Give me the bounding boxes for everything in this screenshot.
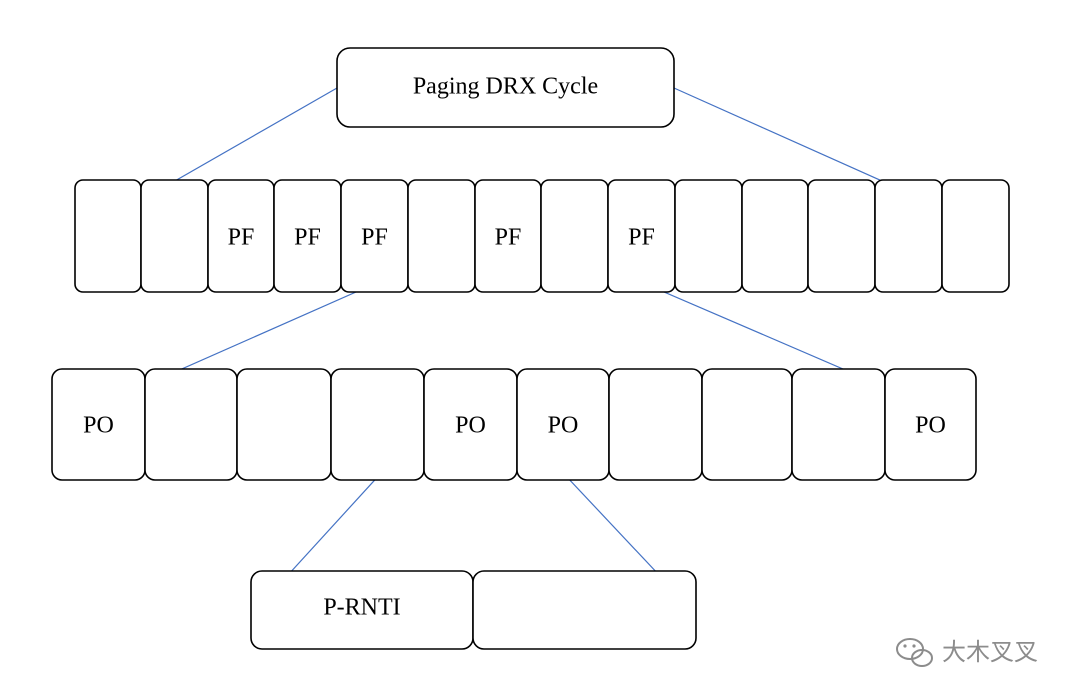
occasion-cell: PO — [884, 368, 977, 481]
occasion-cell-label: PO — [548, 413, 579, 439]
p-rnti-cell: P-RNTI — [250, 570, 474, 650]
frame-cell-label: PF — [495, 225, 522, 251]
frame-cell: PF — [207, 179, 275, 293]
frame-cell — [407, 179, 476, 293]
occasion-cell — [791, 368, 886, 481]
p-rnti-row: P-RNTI — [250, 570, 697, 650]
arrows — [54, 87, 1006, 611]
frame-cell: PF — [340, 179, 409, 293]
paging-drx-cycle-label: Paging DRX Cycle — [413, 74, 598, 100]
frame-cell: PF — [607, 179, 676, 293]
occasion-cell — [330, 368, 425, 481]
occasion-cell — [608, 368, 703, 481]
frame-cell — [807, 179, 876, 293]
occasion-cell — [701, 368, 793, 481]
occasion-cell: PO — [423, 368, 518, 481]
frame-cell — [741, 179, 809, 293]
occasion-cell — [144, 368, 238, 481]
paging-frame-row: PF PF PF PF PF — [74, 179, 1010, 293]
frame-cell — [674, 179, 743, 293]
frame-cell — [874, 179, 943, 293]
frame-cell-label: PF — [294, 225, 321, 251]
p-rnti-cell — [472, 570, 697, 650]
frame-cell-label: PF — [628, 225, 655, 251]
paging-occasion-row: PO PO PO PO — [51, 368, 977, 481]
frame-cell: PF — [474, 179, 542, 293]
occasion-cell — [236, 368, 332, 481]
occasion-cell-label: PO — [915, 413, 946, 439]
occasion-cell-label: PO — [455, 413, 486, 439]
occasion-cell: PO — [51, 368, 146, 481]
frame-cell — [140, 179, 209, 293]
watermark-text: 大木叉叉 — [942, 638, 1038, 666]
frame-cell-label: PF — [361, 225, 388, 251]
frame-cell — [74, 179, 142, 293]
watermark: 大木叉叉 — [896, 638, 1038, 667]
occasion-cell-label: PO — [83, 413, 114, 439]
occasion-cell: PO — [516, 368, 610, 481]
p-rnti-label: P-RNTI — [323, 595, 400, 621]
frame-cell — [540, 179, 609, 293]
frame-cell — [941, 179, 1010, 293]
frame-cell: PF — [273, 179, 342, 293]
paging-drx-cycle-box: Paging DRX Cycle — [336, 47, 675, 128]
frame-cell-label: PF — [228, 225, 255, 251]
wechat-icon — [896, 638, 933, 667]
